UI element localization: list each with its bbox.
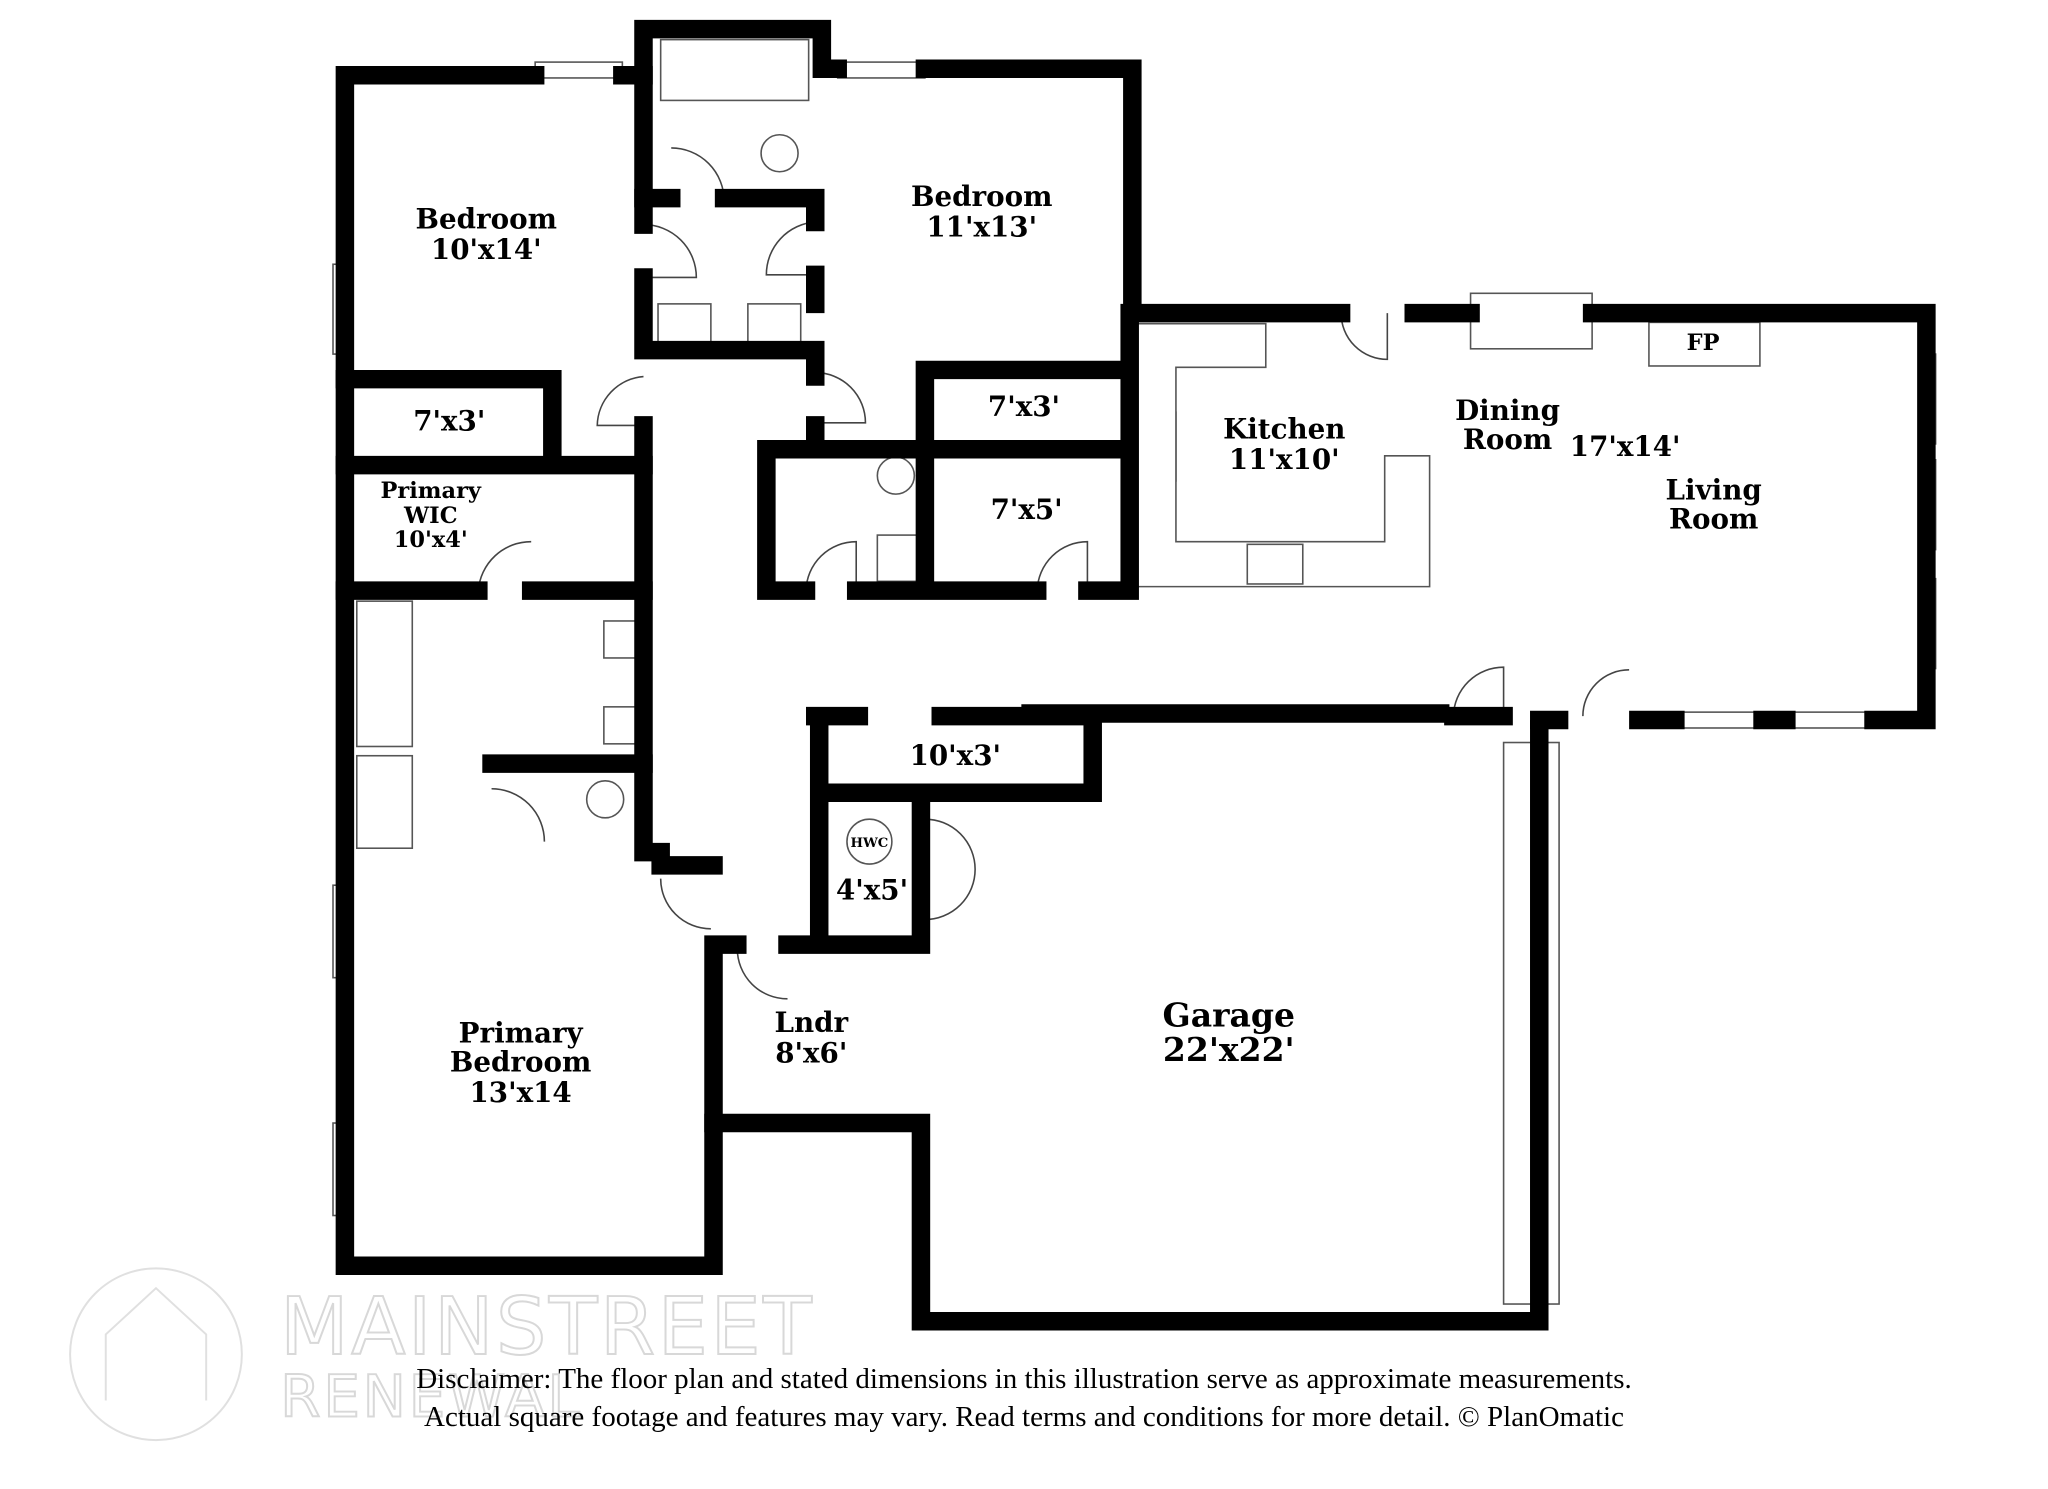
garage-dims: 22'x22' — [1163, 1030, 1295, 1069]
watermark-text: MAINSTREET — [280, 1280, 814, 1373]
garage-name: Garage — [1163, 996, 1295, 1035]
wic-name-1: Primary — [381, 478, 482, 504]
bedroom-left-dims: 10'x14' — [431, 233, 542, 266]
closet-left-dims: 7'x3' — [413, 405, 485, 438]
room-labels: Bedroom 10'x14' Bedroom 11'x13' 7'x3' 7'… — [381, 180, 1762, 1109]
mainstreet-watermark-logo: MAINSTREET RENEWAL — [69, 1267, 814, 1442]
disclaimer-line-2: Actual square footage and features may v… — [424, 1401, 1624, 1433]
living-dims: 17'x14' — [1570, 430, 1681, 463]
watermark-text-2: RENEWAL — [280, 1362, 582, 1430]
hwc-label: HWC — [851, 836, 889, 851]
dining-name-2: Room — [1463, 423, 1552, 456]
wic-dims: 10'x4' — [394, 527, 468, 553]
disclaimer-line-1: Disclaimer: The floor plan and stated di… — [416, 1363, 1632, 1395]
closet-right-dims: 7'x3' — [988, 390, 1060, 423]
bedroom-right-dims: 11'x13' — [926, 210, 1037, 243]
living-name-2: Room — [1669, 502, 1758, 535]
primary-bedroom-name-1: Primary — [459, 1016, 584, 1049]
fireplace-label: FP — [1687, 330, 1720, 356]
closet-hall-dims: 7'x5' — [991, 493, 1063, 526]
fireplace — [1648, 321, 1761, 367]
storage-dims: 10'x3' — [910, 739, 1001, 772]
primary-bedroom-name-2: Bedroom — [450, 1045, 591, 1078]
walls — [335, 19, 1936, 1331]
living-name-1: Living — [1666, 473, 1762, 506]
water-heater — [846, 818, 893, 865]
kitchen-dims: 11'x10' — [1229, 443, 1340, 476]
kitchen-name: Kitchen — [1223, 413, 1345, 446]
bedroom-left-name: Bedroom — [416, 203, 557, 236]
laundry-name: Lndr — [774, 1006, 848, 1039]
primary-bedroom-dims: 13'x14 — [470, 1076, 572, 1109]
dining-name-1: Dining — [1455, 394, 1560, 427]
laundry-dims: 8'x6' — [775, 1036, 847, 1069]
hwc-dims: 4'x5' — [836, 874, 908, 907]
bedroom-right-name: Bedroom — [911, 180, 1052, 213]
wic-name-2: WIC — [403, 503, 458, 529]
